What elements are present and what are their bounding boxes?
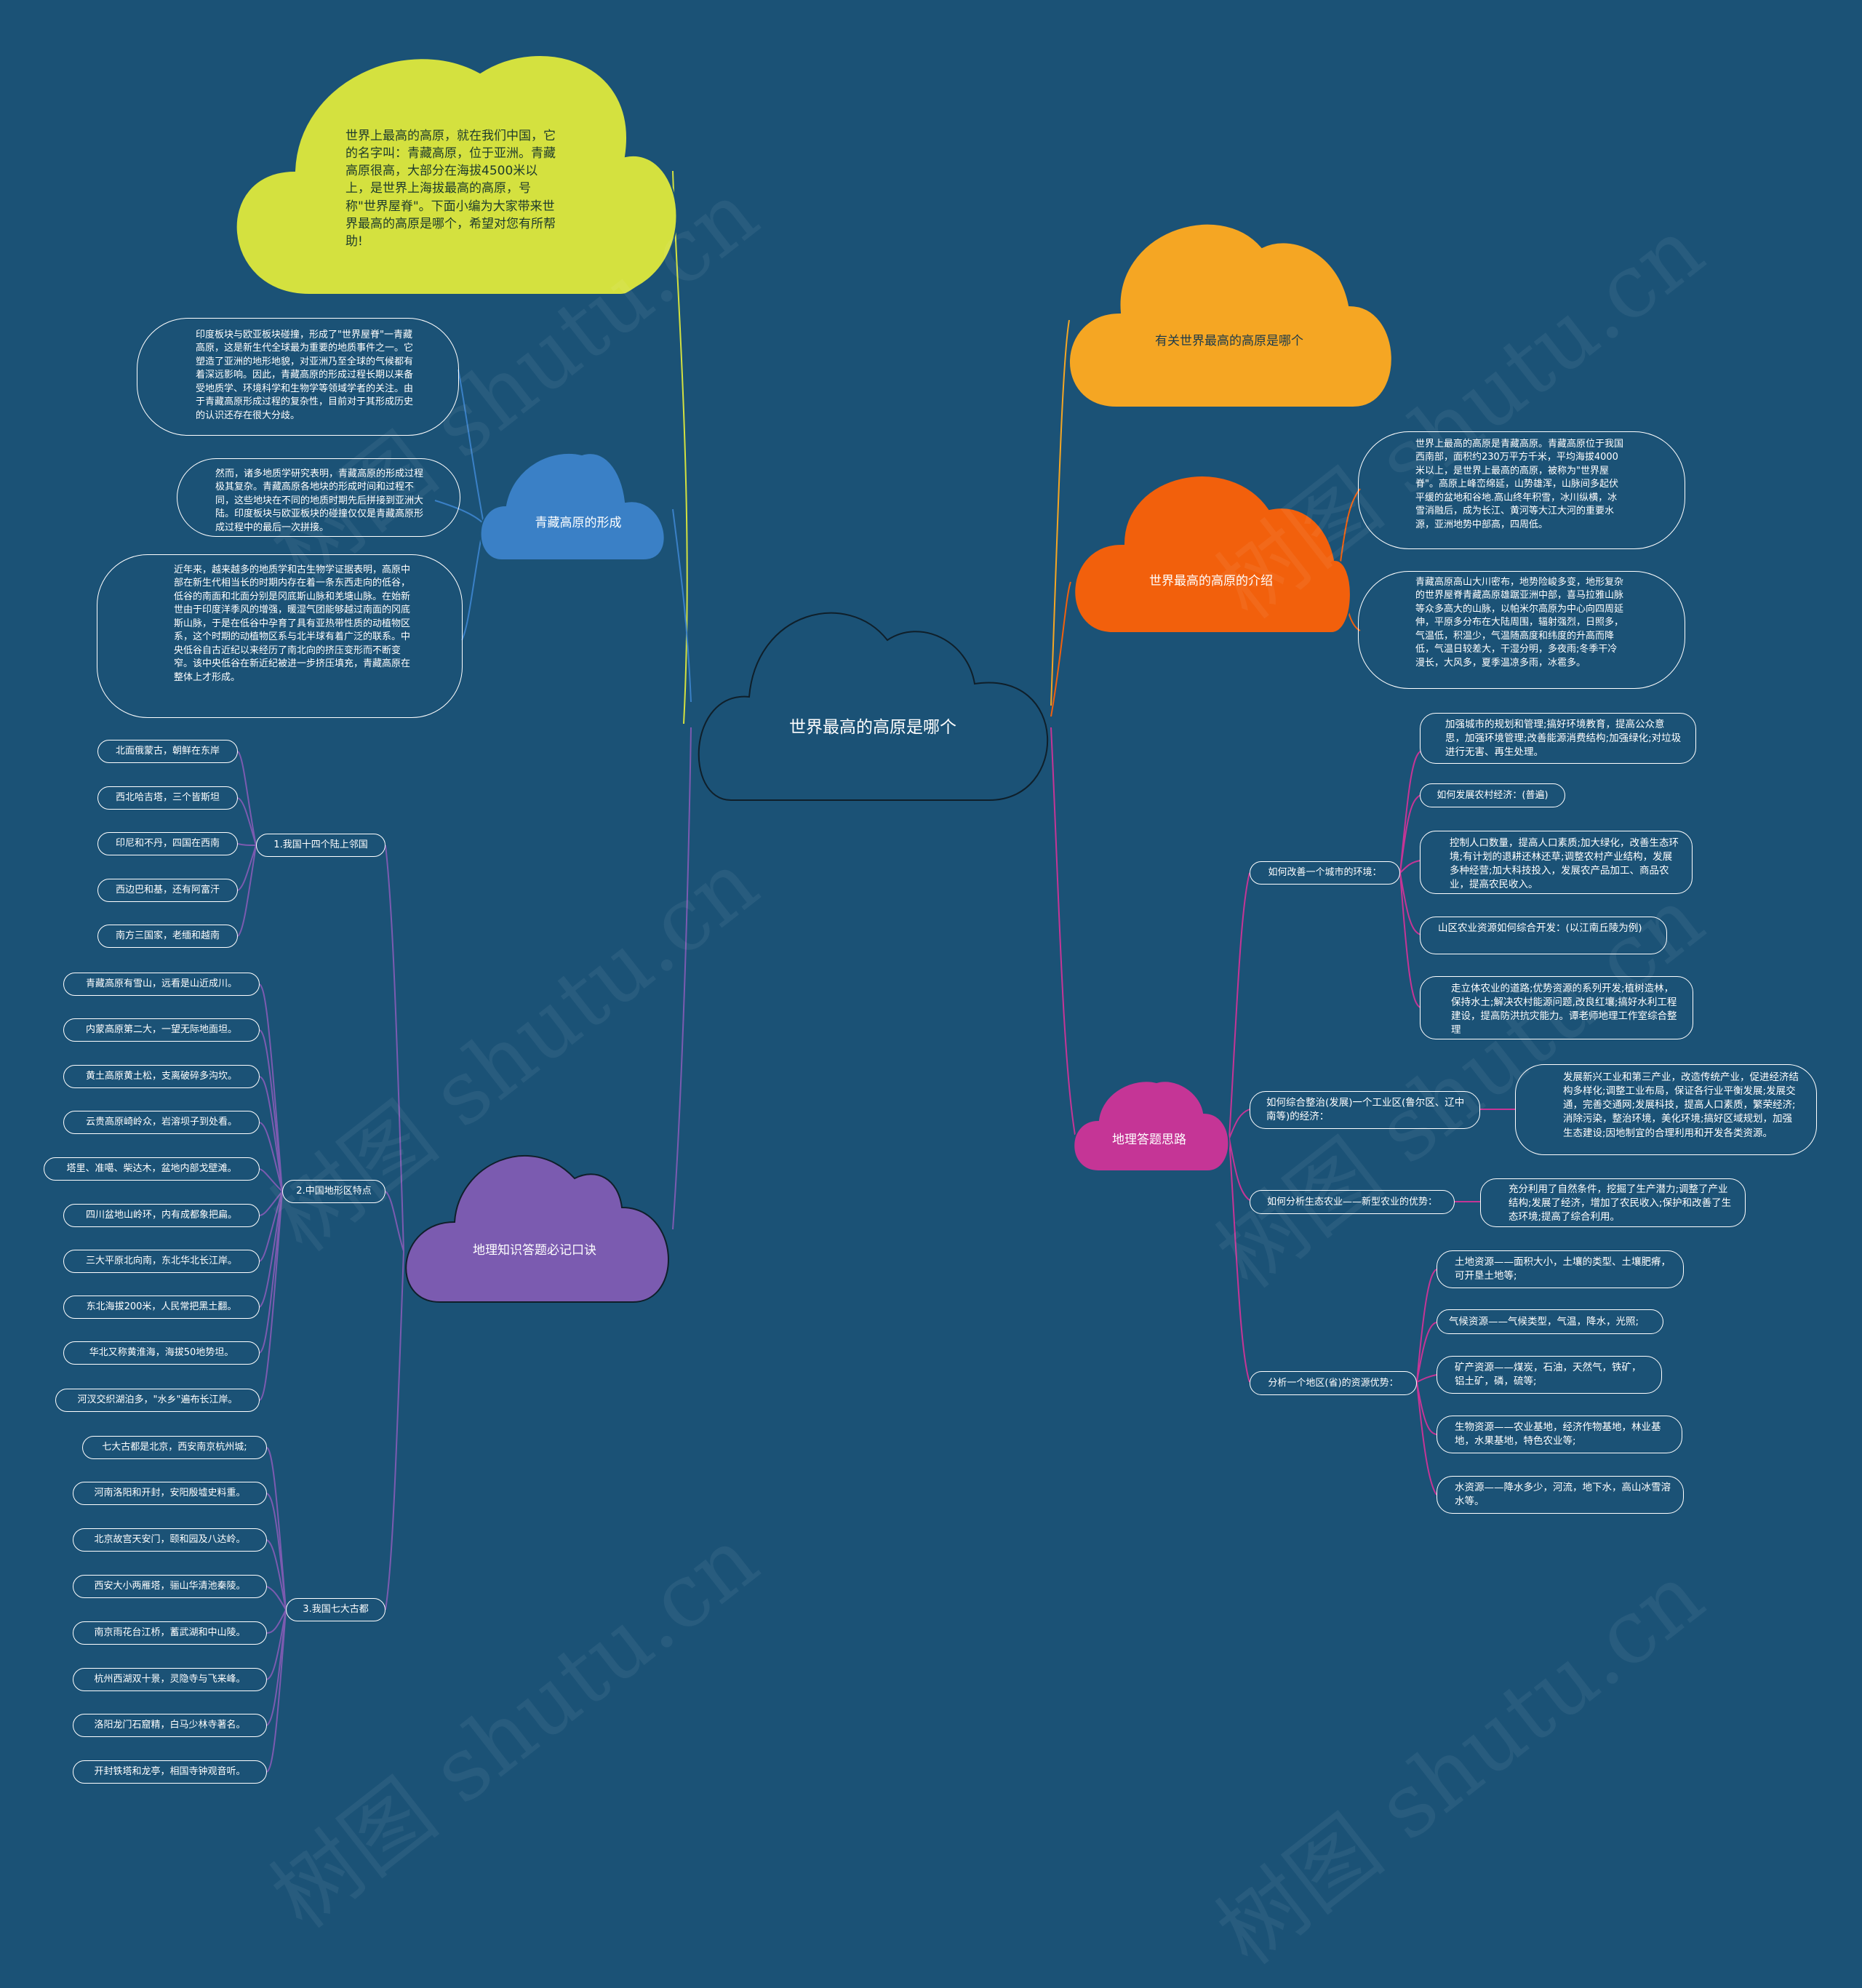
mnemonic-g1-item-3: 印尼和不丹，四国在西南 xyxy=(97,832,238,855)
formation-note-3: 近年来，越来越多的地质学和古生物学证据表明，高原中部在新生代相当长的时期内存在着… xyxy=(97,554,463,718)
mnemonic-g2-item-3: 黄土高原黄土松，支离破碎多沟坎。 xyxy=(63,1065,260,1088)
geo-g1-item-5: 走立体农业的道路;优势资源的系列开发;植树造林，保持水土;解决农村能源问题,改良… xyxy=(1420,976,1693,1039)
mnemonic-g2-item-4: 云贵高原崎岭众，岩溶坝子到处看。 xyxy=(63,1111,260,1134)
mnemonic-g2-item-6: 四川盆地山岭环，内有成都象把扁。 xyxy=(63,1204,260,1227)
geo-g1-item-4: 山区农业资源如何综合开发：(以江南丘陵为例) xyxy=(1420,917,1667,954)
mnemonic-g3-item-2: 河南洛阳和开封，安阳殷墟史料重。 xyxy=(73,1482,267,1505)
mnemonic-group-2[interactable]: 2.中国地形区特点 xyxy=(282,1180,385,1203)
mnemonic-g2-item-2: 内蒙高原第二大，一望无际地面坦。 xyxy=(63,1018,260,1042)
geo-g3-item-1: 充分利用了自然条件，挖掘了生产潜力;调整了产业结构;发展了经济，增加了农民收入;… xyxy=(1480,1178,1746,1227)
mnemonic-g1-item-5: 南方三国家，老缅和越南 xyxy=(97,925,238,948)
geo-group-3[interactable]: 如何分析生态农业——新型农业的优势： xyxy=(1250,1190,1455,1214)
mnemonic-g3-item-7: 洛阳龙门石窟精，白马少林寺著名。 xyxy=(73,1714,267,1737)
geo-g4-item-4: 生物资源——农业基地，经济作物基地，林业基地，水果基地，特色农业等; xyxy=(1437,1416,1682,1453)
mnemonic-g1-item-1: 北面俄蒙古，朝鲜在东岸 xyxy=(97,740,238,763)
mnemonic-g2-item-5: 塔里、准噶、柴达木，盆地内部戈壁滩。 xyxy=(44,1157,260,1181)
geo-g1-item-1: 加强城市的规划和管理;搞好环境教育，提高公众意思，加强环境管理;改善能源消费结构… xyxy=(1420,713,1696,764)
geo-g1-item-2: 如何发展农村经济：(普遍) xyxy=(1420,783,1565,807)
geo-group-2[interactable]: 如何综合整治(发展)一个工业区(鲁尔区、辽中南等)的经济： xyxy=(1250,1091,1480,1129)
intro-branch-note-1: 世界上最高的高原是青藏高原。青藏高原位于我国西南部，面积约230万平方千米，平均… xyxy=(1358,431,1685,549)
link-root-mnemonics xyxy=(672,727,692,1230)
mnemonic-g3-item-5: 南京雨花台江桥，蓄武湖和中山陵。 xyxy=(73,1621,267,1645)
link-root-formation xyxy=(672,508,692,703)
geo-g4-item-3: 矿产资源——煤炭，石油，天然气，铁矿，铝土矿，磷，硫等; xyxy=(1437,1356,1662,1394)
geo-g4-item-2: 气候资源——气候类型，气温，降水，光照; xyxy=(1437,1309,1663,1334)
formation-note-1: 印度板块与欧亚板块碰撞，形成了"世界屋脊"一青藏高原，这是新生代全球最为重要的地… xyxy=(137,318,459,436)
geo-g1-item-3: 控制人口数量，提高人口素质;加大绿化，改善生态环境;有计划的退耕还林还草;调整农… xyxy=(1420,831,1693,894)
link-root-geo xyxy=(1050,727,1076,1135)
mnemonic-g2-item-8: 东北海拔200米，人民常把黑土翻。 xyxy=(63,1296,260,1319)
link-root-related xyxy=(1050,319,1070,706)
mnemonic-g3-item-8: 开封铁塔和龙亭，相国寺钟观音听。 xyxy=(73,1760,267,1784)
link-root-intro xyxy=(672,170,688,724)
geo-group-1[interactable]: 如何改善一个城市的环境： xyxy=(1250,861,1400,885)
geo-g4-item-5: 水资源——降水多少，河流，地下水，高山冰雪溶水等。 xyxy=(1437,1476,1684,1514)
mnemonic-group-1[interactable]: 1.我国十四个陆上邻国 xyxy=(256,834,385,857)
geo-tips-title[interactable]: 地理答题思路 xyxy=(1112,1133,1186,1148)
intro-branch-title[interactable]: 世界最高的高原的介绍 xyxy=(1149,574,1273,589)
mnemonics-title[interactable]: 地理知识答题必记口诀 xyxy=(473,1243,596,1258)
mnemonic-g3-item-4: 西安大小两雁塔，骊山华清池秦陵。 xyxy=(73,1575,267,1598)
mnemonic-g3-item-3: 北京故宫天安门，颐和园及八达岭。 xyxy=(73,1528,267,1552)
formation-note-2: 然而，诸多地质学研究表明，青藏高原的形成过程极其复杂。青藏高原各地块的形成时间和… xyxy=(177,458,460,537)
formation-title[interactable]: 青藏高原的形成 xyxy=(535,516,622,531)
mnemonic-group-3[interactable]: 3.我国七大古都 xyxy=(286,1598,385,1621)
mnemonic-g1-item-4: 西边巴和基，还有阿富汗 xyxy=(97,879,238,902)
mnemonic-g3-item-1: 七大古都是北京，西安南京杭州城; xyxy=(82,1436,267,1459)
mnemonic-g3-item-6: 杭州西湖双十景，灵隐寺与飞来峰。 xyxy=(73,1668,267,1691)
mnemonic-g2-item-1: 青藏高原有雪山，远看是山近成川。 xyxy=(63,973,260,996)
geo-group-4[interactable]: 分析一个地区(省)的资源优势： xyxy=(1250,1371,1417,1395)
intro-text: 世界上最高的高原，就在我们中国，它的名字叫：青藏高原，位于亚洲。青藏高原很高，大… xyxy=(345,129,556,249)
intro-branch-note-2: 青藏高原高山大川密布，地势险峻多变，地形复杂的世界屋脊青藏高原雄踞亚洲中部，喜马… xyxy=(1358,571,1685,689)
related-title[interactable]: 有关世界最高的高原是哪个 xyxy=(1155,334,1303,349)
mnemonic-g1-item-2: 西北哈吉塔，三个皆斯坦 xyxy=(97,786,238,810)
mnemonic-g2-item-9: 华北又称黄淮海，海拔50地势坦。 xyxy=(63,1341,260,1365)
geo-g4-item-1: 土地资源——面积大小，土壤的类型、土壤肥瘠，可开垦土地等; xyxy=(1437,1250,1684,1288)
geo-g2-item-1: 发展新兴工业和第三产业，改造传统产业，促进经济结构多样化;调整工业布局，保证各行… xyxy=(1515,1064,1817,1155)
mnemonic-g2-item-7: 三大平原北向南，东北华北长江岸。 xyxy=(63,1250,260,1273)
mnemonic-g2-item-10: 河汊交织湖泊多，"水乡"遍布长江岸。 xyxy=(55,1389,260,1412)
connector-lines xyxy=(237,170,1515,1773)
root-title[interactable]: 世界最高的高原是哪个 xyxy=(789,717,956,737)
link-root-intro-branch xyxy=(1050,581,1071,717)
